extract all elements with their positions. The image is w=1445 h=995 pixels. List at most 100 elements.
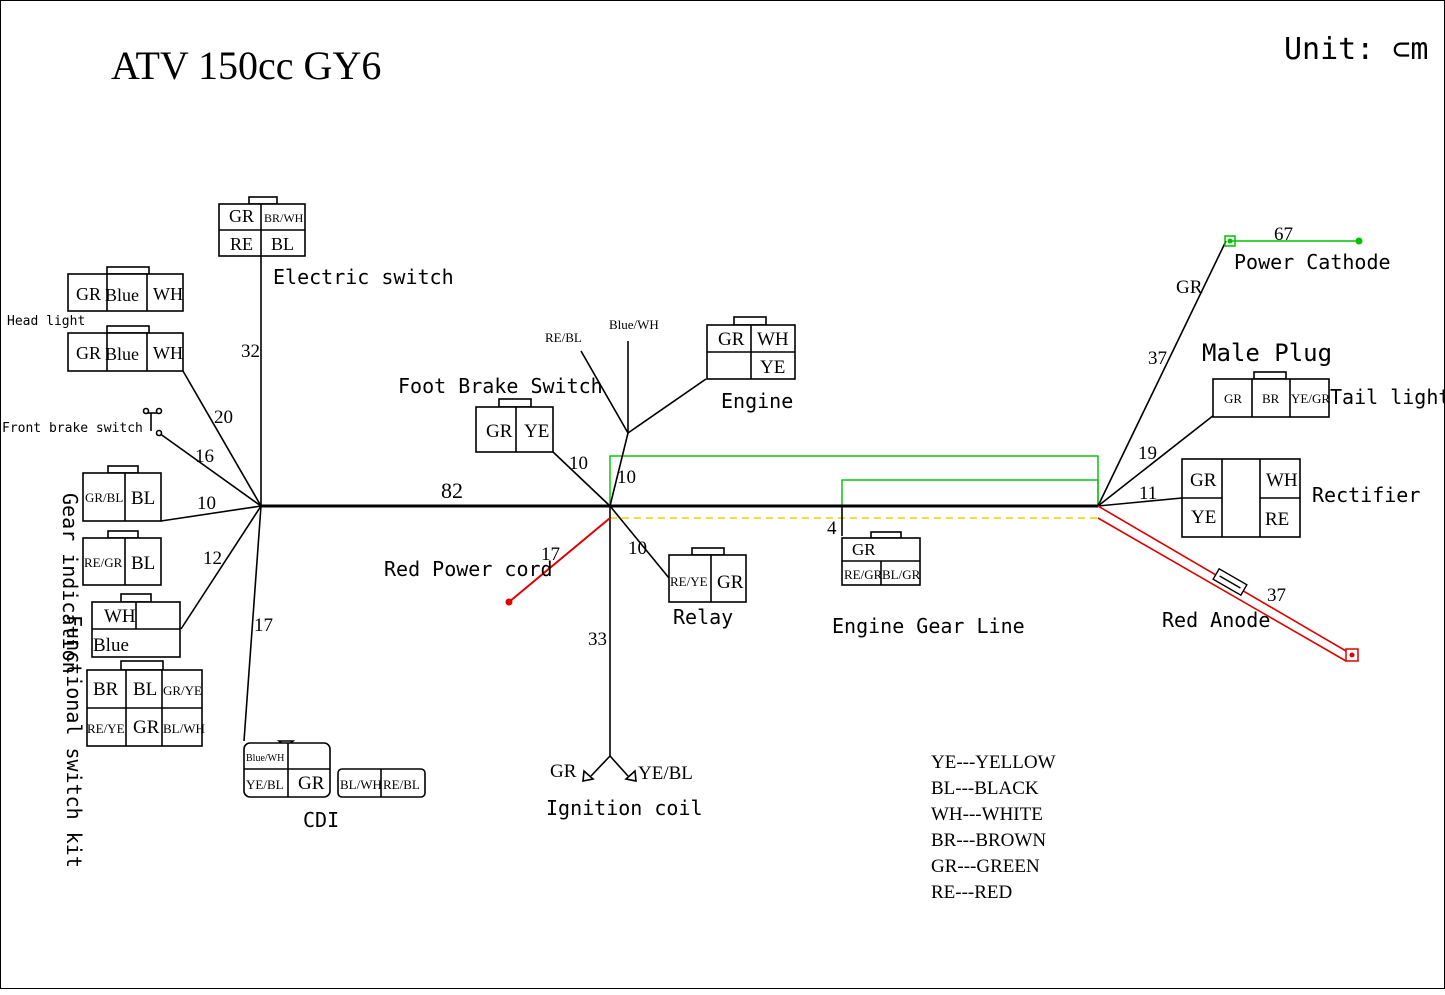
red-power-label: Red Power cord [384,557,553,581]
len-ignition: 33 [588,629,607,650]
rect-cell-1: GR [1190,470,1217,491]
len-front-brake: 16 [195,446,214,467]
gear-indication-label: Gear indication [58,493,82,674]
fb-cell-1: GR [486,421,513,442]
gl-cell-3: BL/GR [882,567,921,582]
power-cathode-label: Power Cathode [1234,250,1391,274]
electric-switch-connector: GR BR/WH RE BL [218,196,306,257]
fs2-cell-2: BL [133,679,157,700]
cathode-terminal [1224,235,1236,247]
wire-cdi [243,505,262,742]
tail-light-connector: GR BR YE/GR [1212,371,1330,418]
color-legend: YE---YELLOW BL---BLACK WH---WHITE BR---B… [931,752,1056,903]
functional-switch-label: Functional switch kit [62,615,86,868]
fs2-cell-6: BL/WH [163,721,205,736]
cathode-dot [1227,238,1233,244]
headlight-connector-top: GR Blue WH [67,266,184,312]
len-engine-branch: 10 [617,467,636,488]
hl1-cell-2: Blue [105,285,139,305]
tl-cell-3: YE/GR [1291,391,1330,406]
wire-tail-green [1097,240,1227,507]
cathode-end [1355,237,1363,245]
wire-tail-light [1097,414,1215,507]
ignition-fork [582,755,637,782]
cdi-label: CDI [303,808,339,832]
len-red-anode: 37 [1267,585,1286,606]
len-tail-light: 19 [1138,443,1157,464]
relay-cell-2: GR [717,572,744,593]
es-cell-2: BR/WH [264,211,304,225]
engine-fork [580,341,707,434]
diagram-title: ATV 150cc GY6 [111,43,381,88]
headlight-label: Head light [7,314,85,329]
es-cell-1: GR [229,206,254,226]
fuse-icon [1212,567,1248,597]
fb-cell-2: YE [524,421,549,442]
fs2-cell-5: GR [133,717,160,738]
rect-cell-4: RE [1265,509,1289,530]
foot-brake-connector: GR YE [475,398,554,453]
ignition-wire-2: YE/BL [638,763,693,784]
relay-connector: RE/YE GR [668,547,747,603]
wire-relay [609,505,670,579]
len-functional-switch: 12 [203,548,222,569]
foot-brake-label: Foot Brake Switch [398,374,603,398]
tail-light-label: Tail light [1330,385,1445,409]
unit-label: Unit: ⊂m [1284,32,1429,67]
fs1-cell-2: Blue [93,635,129,656]
relay-label: Relay [673,605,733,629]
red-power-end [505,598,513,606]
rect-cell-2: WH [1266,470,1298,491]
electric-switch-label: Electric switch [273,265,454,289]
rectifier-connector: GR WH YE RE [1181,458,1301,538]
engine-wire-2: Blue/WH [609,317,659,332]
wire-foot-brake [551,450,611,507]
hl2-cell-1: GR [76,343,101,363]
engine-label: Engine [721,389,793,413]
gl-cell-1: GR [852,540,876,559]
gi2-cell-1: RE/GR [84,555,123,570]
es-cell-4: BL [271,234,294,254]
red-anode-label: Red Anode [1162,608,1270,632]
rectifier-label: Rectifier [1312,483,1420,507]
rect-cell-3: YE [1191,507,1216,528]
tail-wire-color: GR [1176,277,1203,298]
gear-indication-connector-1: GR/BL BL [82,465,162,522]
eng-cell-1: GR [718,329,745,350]
eng-cell-3: YE [760,357,785,378]
wire-front-brake [158,432,262,507]
len-electric-switch: 32 [241,341,260,362]
cdi2-cell-1: BL/WH [340,777,382,792]
ignition-wire-1: GR [550,761,577,782]
tl-cell-1: GR [1224,391,1242,406]
len-tail-green: 37 [1148,348,1167,369]
gl-cell-2: RE/GR [844,567,883,582]
cdi-connector-2: BL/WH RE/BL [337,768,426,798]
len-gear-indication: 10 [197,493,216,514]
legend-brown: BR---BROWN [931,830,1046,851]
green-loop-outer [609,455,1099,507]
gi1-cell-2: BL [131,488,155,509]
gear-line-connector: GR RE/GR BL/GR [841,531,921,586]
len-rectifier: 11 [1139,483,1157,504]
male-plug-label: Male Plug [1202,339,1332,367]
len-headlight: 20 [214,407,233,428]
legend-green: GR---GREEN [931,856,1040,877]
cdi1-cell-3: GR [298,773,325,794]
len-foot-brake: 10 [569,453,588,474]
green-loop-inner [841,479,1099,507]
wire-functional-switch [180,505,262,630]
front-brake-switch-symbol [142,407,163,437]
eng-cell-2: WH [757,329,789,350]
tl-cell-2: BR [1262,391,1280,406]
fs1-cell-1: WH [104,606,136,627]
legend-yellow: YE---YELLOW [931,752,1056,773]
len-cdi: 17 [254,615,273,636]
legend-white: WH---WHITE [931,804,1043,825]
fs2-cell-1: BR [93,679,119,700]
legend-red: RE---RED [931,882,1012,903]
hl1-cell-3: WH [153,284,183,304]
len-relay: 10 [628,538,647,559]
wire-headlight [182,370,262,507]
